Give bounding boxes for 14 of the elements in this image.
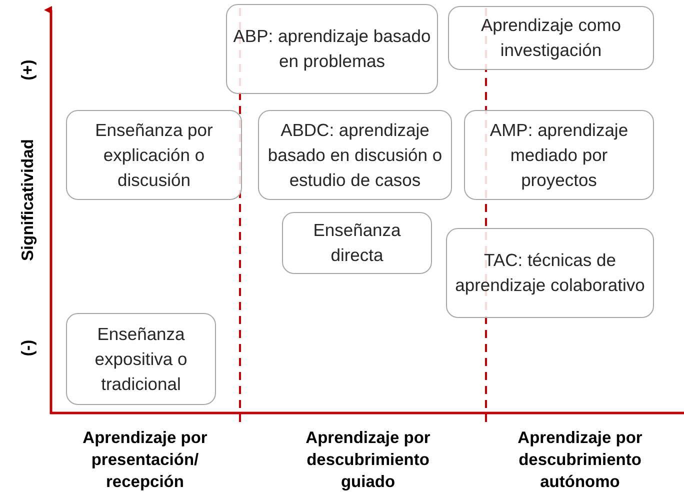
category-label: Aprendizaje por presentación/ recepción	[82, 428, 208, 493]
method-box: Enseñanza directa	[282, 212, 432, 274]
method-box: ABP: aprendizaje basado en problemas	[226, 4, 438, 94]
axis-title: Significatividad	[18, 138, 38, 263]
method-box: Enseñanza expositiva o tradicional	[66, 313, 216, 405]
category-label: Aprendizaje por descubrimiento guiado	[304, 428, 432, 493]
method-box: ABDC: aprendizaje basado en discusión o estudio de casos	[258, 110, 452, 200]
method-box: AMP: aprendizaje mediado por proyectos	[464, 110, 654, 200]
axis-tick-label: (-)	[18, 338, 38, 358]
method-box: Aprendizaje como investigación	[448, 6, 654, 70]
axis-tick-label: (+)	[18, 58, 38, 82]
method-box: TAC: técnicas de aprendizaje colaborativo	[446, 228, 654, 318]
category-label: Aprendizaje por descubrimiento autónomo	[516, 428, 644, 493]
method-box: Enseñanza por explicación o discusión	[66, 110, 242, 200]
